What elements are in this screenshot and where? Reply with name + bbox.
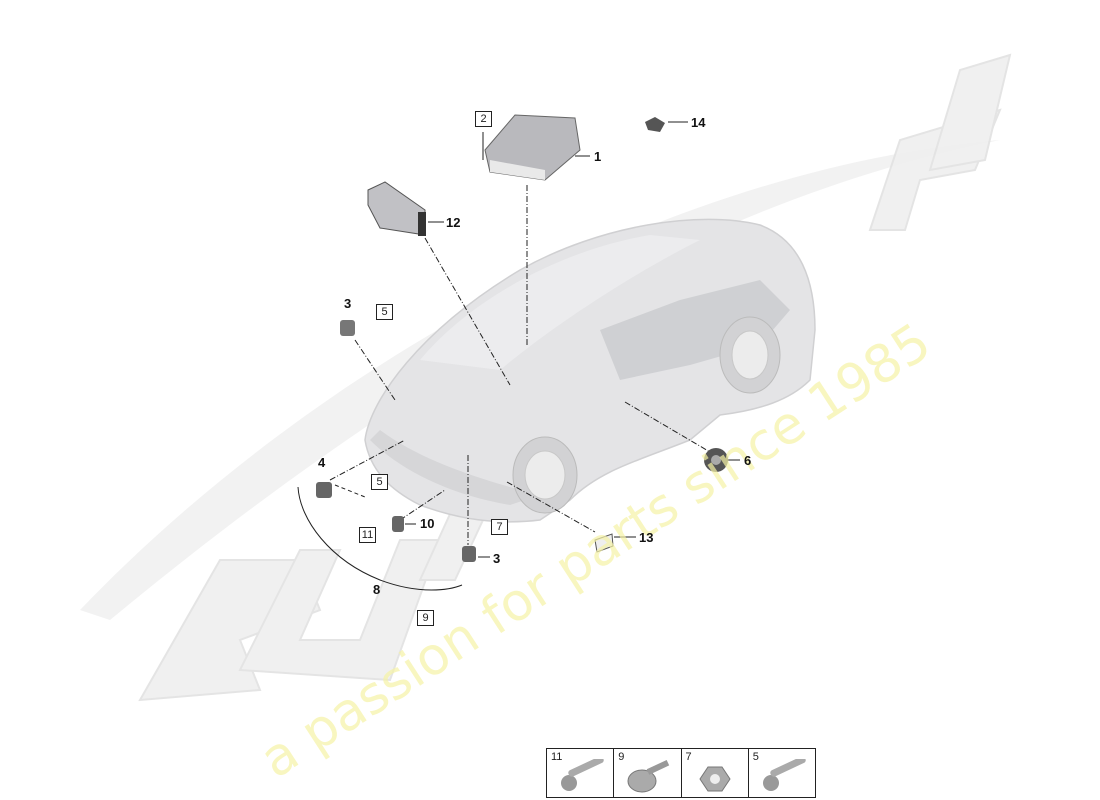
part-10-sensor bbox=[392, 516, 404, 532]
hardware-legend-table: 11 9 7 5 bbox=[546, 748, 816, 798]
callout-ticks bbox=[405, 121, 740, 558]
callout-8: 8 bbox=[373, 582, 381, 597]
callout-4: 4 bbox=[318, 455, 326, 470]
flange-bolt-icon bbox=[762, 759, 806, 791]
callout-5-boxed-lower: 5 bbox=[371, 474, 388, 490]
callout-1: 1 bbox=[594, 149, 602, 164]
part-6-sensor bbox=[704, 448, 728, 472]
callout-5-boxed-upper: 5 bbox=[376, 304, 393, 320]
flange-nut-icon bbox=[698, 766, 731, 792]
callout-7-boxed: 7 bbox=[491, 519, 508, 535]
callout-2-boxed: 2 bbox=[475, 111, 492, 127]
part-3-sensor-lower bbox=[462, 546, 476, 562]
hardware-number: 5 bbox=[752, 751, 759, 763]
flange-bolt-icon bbox=[561, 759, 604, 791]
callout-11-boxed: 11 bbox=[359, 527, 376, 543]
callout-3-lower: 3 bbox=[493, 551, 501, 566]
hardware-cell-11: 11 bbox=[547, 749, 615, 797]
hardware-number: 7 bbox=[685, 751, 692, 763]
callout-14: 14 bbox=[691, 115, 706, 130]
hardware-cell-7: 7 bbox=[682, 749, 749, 797]
hardware-cell-5: 5 bbox=[749, 749, 815, 797]
hardware-cell-9: 9 bbox=[614, 749, 682, 797]
car-illustration bbox=[364, 218, 816, 523]
callout-10: 10 bbox=[420, 516, 435, 531]
callout-12: 12 bbox=[446, 215, 461, 230]
part-13-bracket bbox=[594, 533, 614, 553]
part-3-sensor-upper bbox=[340, 320, 355, 336]
callout-3-upper: 3 bbox=[344, 296, 352, 311]
washer-screw-icon bbox=[627, 759, 670, 793]
part-14-sensor bbox=[645, 117, 665, 132]
callout-13: 13 bbox=[639, 530, 654, 545]
part-4-sensor bbox=[316, 482, 332, 498]
callout-6: 6 bbox=[744, 453, 752, 468]
hardware-number: 11 bbox=[551, 751, 563, 763]
part-1-control-unit bbox=[484, 114, 581, 181]
leader-lines bbox=[297, 185, 711, 591]
part-12-module bbox=[367, 181, 426, 236]
callout-9-boxed: 9 bbox=[417, 610, 434, 626]
hardware-number: 9 bbox=[618, 751, 625, 763]
